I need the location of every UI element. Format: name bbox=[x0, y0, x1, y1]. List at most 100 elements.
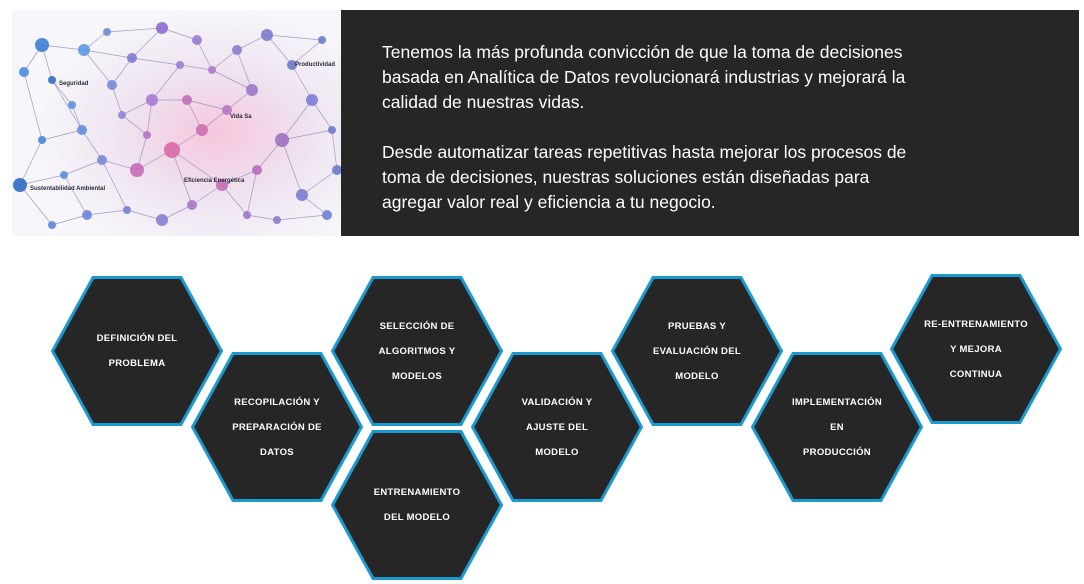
network-node bbox=[275, 133, 289, 147]
network-edge bbox=[111, 84, 123, 116]
step-label: ENTRENAMIENTO DEL MODELO bbox=[373, 487, 461, 523]
network-edge bbox=[186, 99, 228, 111]
network-edge bbox=[86, 209, 128, 216]
step-definicion-problema: DEFINICIÓN DEL PROBLEMA bbox=[51, 276, 223, 426]
hexagon-shape bbox=[331, 276, 503, 426]
network-edge bbox=[101, 159, 128, 211]
network-edge bbox=[111, 57, 133, 86]
network-node bbox=[13, 178, 27, 192]
network-node bbox=[77, 125, 87, 135]
network-node bbox=[38, 136, 46, 144]
step-validacion-ajuste: VALIDACIÓN Y AJUSTE DEL MODELO bbox=[471, 352, 643, 502]
network-edge bbox=[179, 64, 213, 71]
network-node bbox=[222, 105, 232, 115]
network-edge bbox=[81, 129, 103, 161]
network-edge bbox=[191, 184, 223, 206]
network-node bbox=[252, 165, 262, 175]
network-node bbox=[68, 101, 76, 109]
network-edge bbox=[221, 184, 248, 216]
network-edge bbox=[281, 129, 333, 141]
network-node bbox=[318, 36, 326, 44]
network-node bbox=[82, 210, 92, 220]
step-seleccion-algoritmos: SELECCIÓN DE ALGORITMOS Y MODELOS bbox=[331, 276, 503, 426]
network-edge bbox=[51, 79, 83, 131]
network-graphic: Seguridad Productividad Vida Sa Eficienc… bbox=[12, 10, 341, 236]
network-node bbox=[164, 142, 180, 158]
network-node bbox=[107, 80, 117, 90]
network-node bbox=[187, 200, 197, 210]
network-node bbox=[232, 45, 242, 55]
network-node bbox=[97, 155, 107, 165]
network-edge bbox=[106, 27, 163, 33]
hexagon-shape bbox=[611, 276, 783, 426]
network-node bbox=[243, 211, 251, 219]
label-vida-sa: Vida Sa bbox=[230, 114, 252, 120]
network-edge bbox=[171, 149, 223, 186]
mission-panel: Tenemos la más profunda convicción de qu… bbox=[341, 10, 1079, 236]
mission-paragraph-2: Desde automatizar tareas repetitivas has… bbox=[382, 142, 907, 212]
network-edge bbox=[19, 139, 43, 186]
network-edge bbox=[63, 159, 103, 176]
network-node bbox=[322, 210, 332, 220]
network-edge bbox=[131, 57, 181, 66]
network-edge bbox=[83, 49, 113, 86]
hexagon-shape bbox=[751, 352, 923, 502]
network-node bbox=[35, 38, 49, 52]
network-edge bbox=[291, 64, 313, 101]
network-edge bbox=[83, 49, 133, 59]
network-node bbox=[103, 28, 111, 36]
network-edge bbox=[266, 34, 293, 66]
network-edge bbox=[23, 71, 43, 141]
network-edge bbox=[246, 214, 278, 221]
network-node bbox=[156, 22, 168, 34]
step-pruebas-evaluacion: PRUEBAS Y EVALUACIÓN DEL MODELO bbox=[611, 276, 783, 426]
network-edge bbox=[281, 139, 303, 196]
network-node bbox=[328, 126, 336, 134]
label-seguridad: Seguridad bbox=[59, 81, 89, 87]
step-reentrenamiento-mejora: RE-ENTRENAMIENTO Y MEJORA CONTINUA bbox=[890, 274, 1062, 424]
network-edge bbox=[41, 129, 83, 141]
network-edge bbox=[63, 174, 88, 216]
network-edge bbox=[211, 69, 253, 91]
step-label: DEFINICIÓN DEL PROBLEMA bbox=[96, 333, 178, 369]
network-edge bbox=[276, 214, 328, 221]
hexagon-shape bbox=[471, 352, 643, 502]
network-node bbox=[306, 94, 318, 106]
network-node bbox=[261, 29, 273, 41]
hexagon-shape bbox=[890, 274, 1062, 424]
network-node bbox=[296, 189, 308, 201]
network-node bbox=[332, 165, 341, 175]
hexagon-shape bbox=[191, 352, 363, 502]
network-node bbox=[182, 95, 192, 105]
network-node bbox=[48, 76, 56, 84]
network-node bbox=[123, 206, 131, 214]
network-node bbox=[208, 66, 216, 74]
network-node bbox=[130, 163, 144, 177]
hexagon-shape bbox=[51, 276, 223, 426]
step-label: SELECCIÓN DE ALGORITMOS Y MODELOS bbox=[378, 320, 456, 382]
network-edge bbox=[151, 64, 181, 101]
network-edge bbox=[281, 99, 313, 141]
network-node bbox=[287, 60, 297, 70]
network-edge bbox=[236, 49, 253, 91]
network-edge bbox=[211, 49, 238, 71]
network-edge bbox=[41, 44, 85, 51]
network-node bbox=[127, 53, 137, 63]
network-node bbox=[196, 124, 208, 136]
network-node bbox=[156, 214, 168, 226]
network-edge bbox=[266, 34, 323, 41]
hexagon-shape bbox=[331, 430, 503, 580]
network-node bbox=[118, 111, 126, 119]
network-edge bbox=[331, 129, 338, 171]
network-edge bbox=[196, 39, 213, 71]
network-node bbox=[273, 216, 281, 224]
step-label: VALIDACIÓN Y AJUSTE DEL MODELO bbox=[521, 396, 593, 458]
step-entrenamiento-modelo: ENTRENAMIENTO DEL MODELO bbox=[331, 430, 503, 580]
network-node bbox=[246, 84, 258, 96]
network-node bbox=[60, 171, 68, 179]
network-node bbox=[192, 35, 202, 45]
network-node bbox=[19, 67, 29, 77]
network-edge bbox=[161, 27, 198, 41]
network-edge bbox=[291, 39, 323, 66]
network-edge bbox=[19, 184, 53, 226]
